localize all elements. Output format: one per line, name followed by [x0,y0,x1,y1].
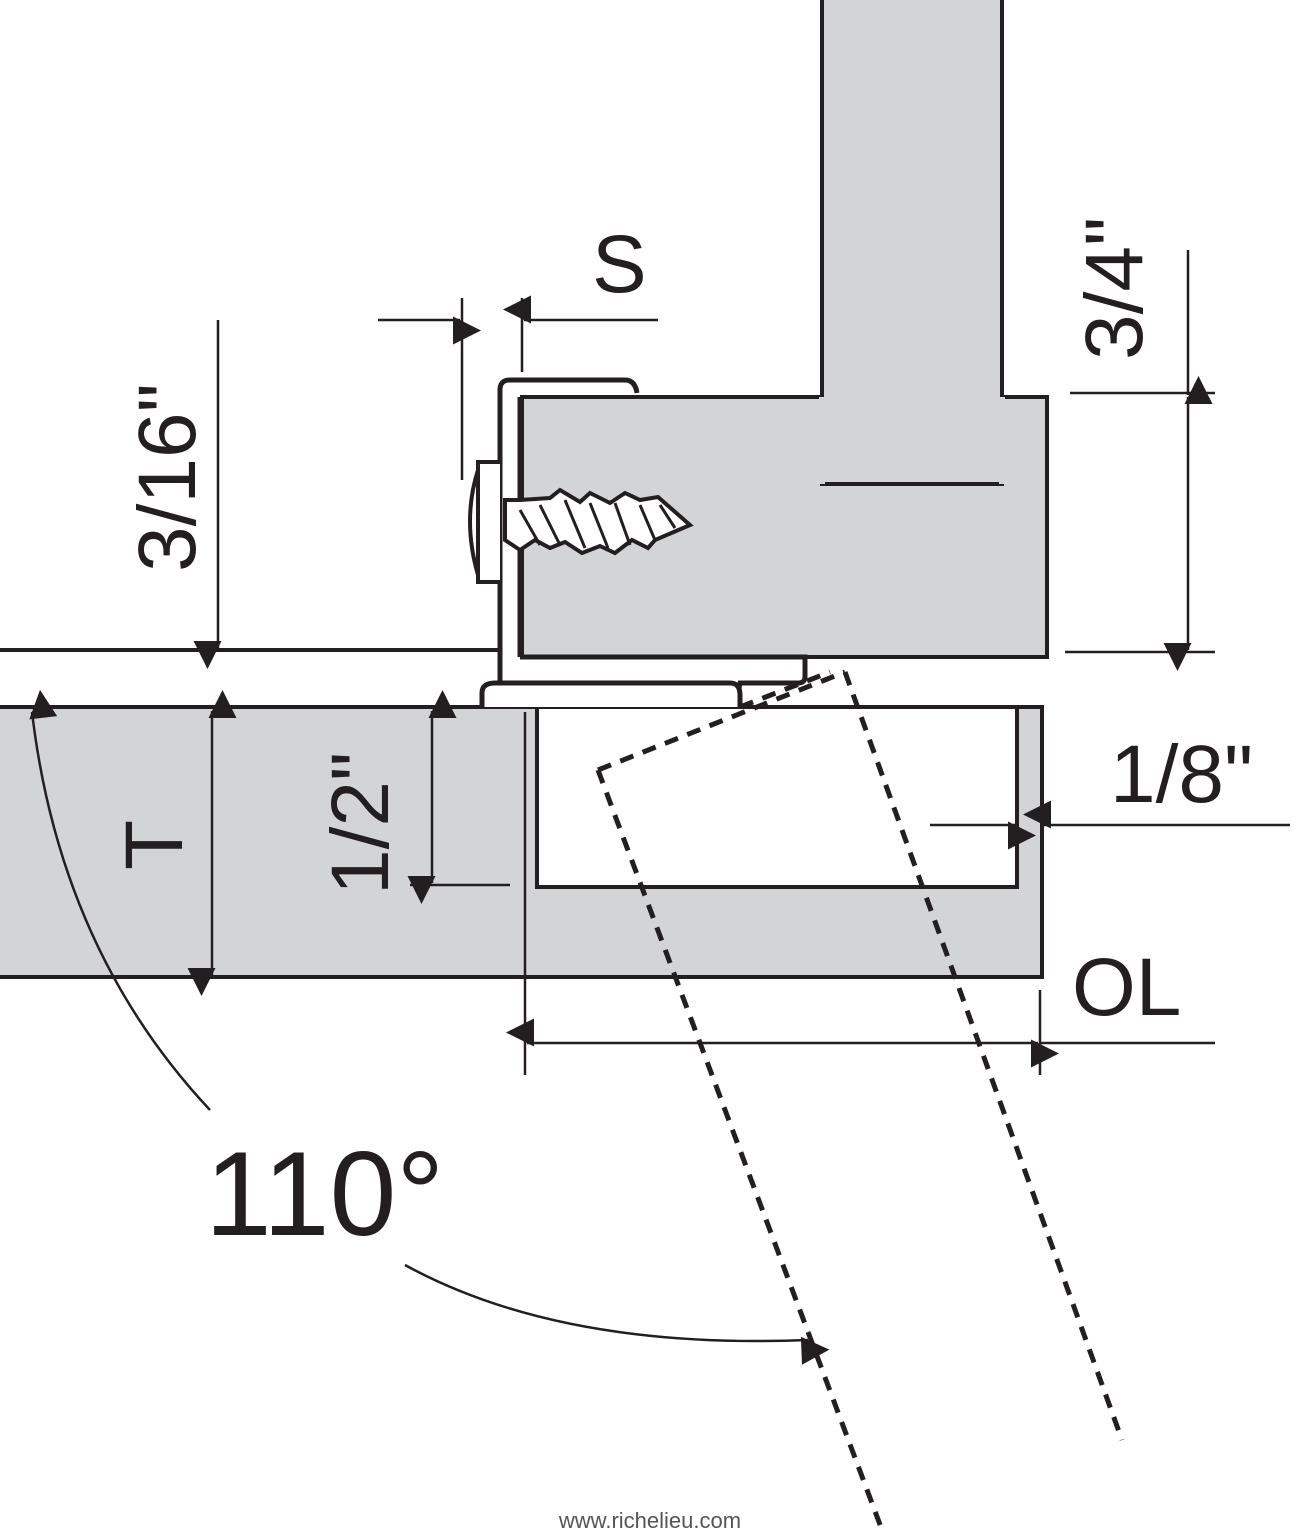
angle-arc-lower [404,1263,830,1365]
label-3-4: 3/4" [1069,217,1160,360]
footer-url: www.richelieu.com [558,1508,741,1533]
screw-head [468,460,500,584]
cup-hole [535,705,1019,889]
cabinet-side [820,0,1004,486]
label-1-2: 1/2" [315,752,406,895]
angle-arc-upper [29,689,211,1111]
label-s: S [592,219,647,310]
label-t: T [109,820,200,870]
hinge-plate [479,680,743,707]
label-3-16: 3/16" [122,383,213,572]
label-angle: 110° [205,1127,444,1261]
label-1-8: 1/8" [1110,729,1253,820]
label-ol: OL [1072,942,1181,1033]
